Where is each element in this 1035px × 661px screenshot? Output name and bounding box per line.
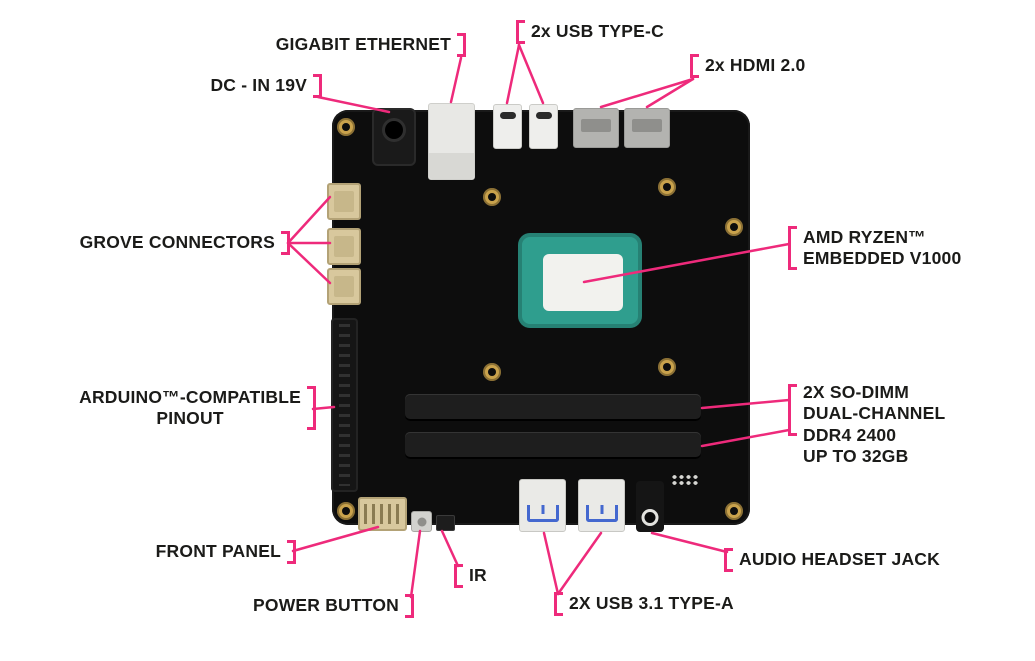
callout-bracket: [516, 20, 525, 44]
label-gigabit-ethernet-text: GIGABIT ETHERNET: [275, 34, 451, 55]
label-gigabit-ethernet: GIGABIT ETHERNET: [276, 33, 466, 57]
callout-bracket: [281, 231, 290, 255]
usb-type-a-port: [578, 479, 625, 532]
label-amd-ryzen: AMD RYZEN™ EMBEDDED V1000: [788, 226, 961, 270]
usb-blue-tongue: [526, 505, 559, 522]
hdmi-port: [624, 108, 670, 148]
label-arduino-pinout-text: ARDUINO™-COMPATIBLE PINOUT: [79, 386, 301, 428]
mounting-hole: [483, 188, 501, 206]
power-button-component: [411, 511, 432, 532]
label-so-dimm: 2X SO-DIMM DUAL-CHANNEL DDR4 2400 UP TO …: [788, 382, 945, 467]
mounting-hole: [658, 358, 676, 376]
callout-bracket: [788, 226, 797, 270]
label-grove-connectors-text: GROVE CONNECTORS: [79, 232, 275, 253]
label-hdmi-text: 2x HDMI 2.0: [705, 55, 806, 76]
usb-type-a-port: [519, 479, 566, 532]
grove-connector: [327, 228, 361, 265]
label-ir: IR: [454, 564, 487, 588]
label-grove-connectors: GROVE CONNECTORS: [80, 231, 290, 255]
hdmi-port: [573, 108, 619, 148]
callout-bracket: [788, 384, 797, 436]
label-audio-headset-jack-text: AUDIO HEADSET JACK: [739, 549, 940, 570]
so-dimm-slot: [405, 432, 701, 459]
arduino-pinout-header: [331, 318, 358, 492]
usb-blue-tongue: [585, 505, 618, 522]
label-audio-headset-jack: AUDIO HEADSET JACK: [724, 548, 940, 572]
silkscreen-dots: [671, 474, 699, 487]
label-hdmi: 2x HDMI 2.0: [690, 54, 805, 78]
callout-bracket: [307, 386, 316, 430]
callout-bracket: [287, 540, 296, 564]
label-front-panel-text: FRONT PANEL: [155, 541, 281, 562]
callout-bracket: [313, 74, 322, 98]
callout-bracket: [690, 54, 699, 78]
dc-power-jack: [372, 108, 416, 166]
mounting-hole: [337, 118, 355, 136]
mounting-hole: [483, 363, 501, 381]
front-panel-header: [358, 497, 407, 531]
grove-connector: [327, 183, 361, 220]
usb-type-c-port: [493, 104, 522, 149]
label-usb-type-c: 2x USB TYPE-C: [516, 20, 664, 44]
mounting-hole: [725, 502, 743, 520]
label-amd-ryzen-text: AMD RYZEN™ EMBEDDED V1000: [803, 226, 962, 268]
label-dc-in-text: DC - IN 19V: [210, 75, 307, 96]
ethernet-port: [428, 103, 475, 180]
mounting-hole: [658, 178, 676, 196]
callout-bracket: [724, 548, 733, 572]
label-dc-in: DC - IN 19V: [210, 74, 322, 98]
grove-connector: [327, 268, 361, 305]
label-front-panel: FRONT PANEL: [156, 540, 296, 564]
mounting-hole: [337, 502, 355, 520]
label-so-dimm-text: 2X SO-DIMM DUAL-CHANNEL DDR4 2400 UP TO …: [803, 382, 946, 467]
callout-bracket: [554, 592, 563, 616]
label-power-button-text: POWER BUTTON: [253, 595, 399, 616]
label-arduino-pinout: ARDUINO™-COMPATIBLE PINOUT: [79, 386, 316, 430]
callout-bracket: [454, 564, 463, 588]
cpu-die: [543, 254, 623, 311]
callout-bracket: [457, 33, 466, 57]
label-usb-type-a: 2X USB 3.1 TYPE-A: [554, 592, 734, 616]
callout-bracket: [405, 594, 414, 618]
ir-receiver: [436, 515, 455, 531]
label-usb-type-c-text: 2x USB TYPE-C: [531, 21, 664, 42]
so-dimm-slot: [405, 394, 701, 421]
label-ir-text: IR: [469, 565, 487, 586]
mounting-hole: [725, 218, 743, 236]
label-power-button: POWER BUTTON: [253, 594, 414, 618]
audio-jack-component: [636, 481, 664, 532]
usb-type-c-port: [529, 104, 558, 149]
label-usb-type-a-text: 2X USB 3.1 TYPE-A: [569, 593, 734, 614]
